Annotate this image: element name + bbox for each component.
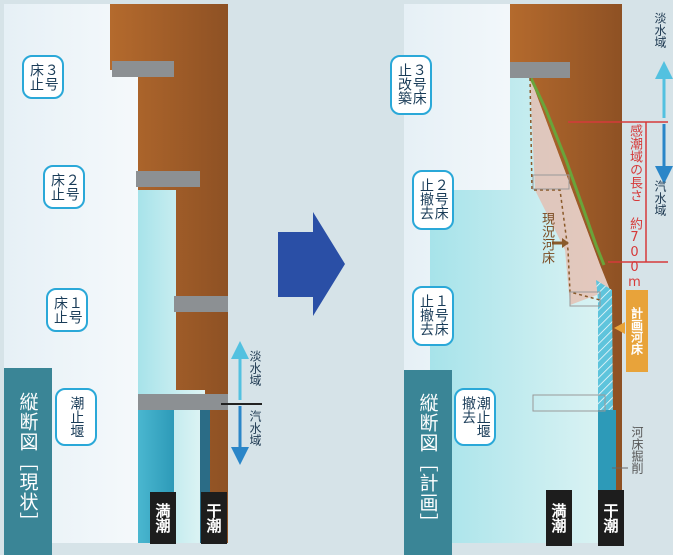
left-weir-callout: 潮止堰 xyxy=(55,388,97,446)
right-sill1-removed xyxy=(569,291,601,307)
right-weir-removed xyxy=(532,394,606,412)
right-grass-line xyxy=(526,71,606,266)
left-sill3-callout: ３号床止 xyxy=(22,55,64,99)
left-sill1-structure xyxy=(174,296,228,312)
current-bed-label: 現況河床 xyxy=(539,212,554,264)
right-weir-callout: 潮止堰撤去 xyxy=(454,388,496,446)
tidal-length-label: 感潮域の長さ 約700m xyxy=(627,124,642,290)
left-low-tide-label: 干潮 xyxy=(201,492,227,544)
left-fresh-zone-label: 淡水域 xyxy=(248,350,262,386)
left-salt-zone-label: 汽水域 xyxy=(248,410,262,446)
right-high-tide-label: 満潮 xyxy=(546,490,572,546)
left-panel-title: 縦断図［現状］ xyxy=(4,368,52,555)
left-sill3-structure xyxy=(112,61,174,77)
right-sill3-structure xyxy=(510,62,570,78)
left-sill2-callout: ２号床止 xyxy=(43,165,85,209)
right-current-bed-outline xyxy=(529,77,601,301)
right-sill2-callout: ２号床止撤去 xyxy=(412,170,454,230)
left-earth xyxy=(110,4,228,543)
planned-bed-label: 計画河床 xyxy=(626,290,648,372)
right-sill2-removed xyxy=(532,174,570,190)
transition-arrow xyxy=(278,212,345,316)
left-high-tide-label: 満潮 xyxy=(150,492,176,544)
left-low-channel xyxy=(200,400,210,543)
left-weir-structure xyxy=(138,394,228,410)
left-sill1-callout: １号床止 xyxy=(46,288,88,332)
right-panel-title: 縦断図［計画］ xyxy=(404,370,452,555)
left-sill2-structure xyxy=(136,171,200,187)
right-low-tide-label: 干潮 xyxy=(598,490,624,546)
current-bed-arrowhead xyxy=(562,238,569,248)
right-fresh-zone-label: 淡水域 xyxy=(653,12,667,48)
right-sill1-callout: １号床止撤去 xyxy=(412,286,454,346)
excavation-label: 河床掘削 xyxy=(630,426,644,474)
right-earth xyxy=(510,4,622,543)
planned-bed-arrowhead xyxy=(614,322,625,334)
right-sill3-callout: ３号床止改築 xyxy=(390,55,432,115)
right-salt-zone-label: 汽水域 xyxy=(653,180,667,216)
